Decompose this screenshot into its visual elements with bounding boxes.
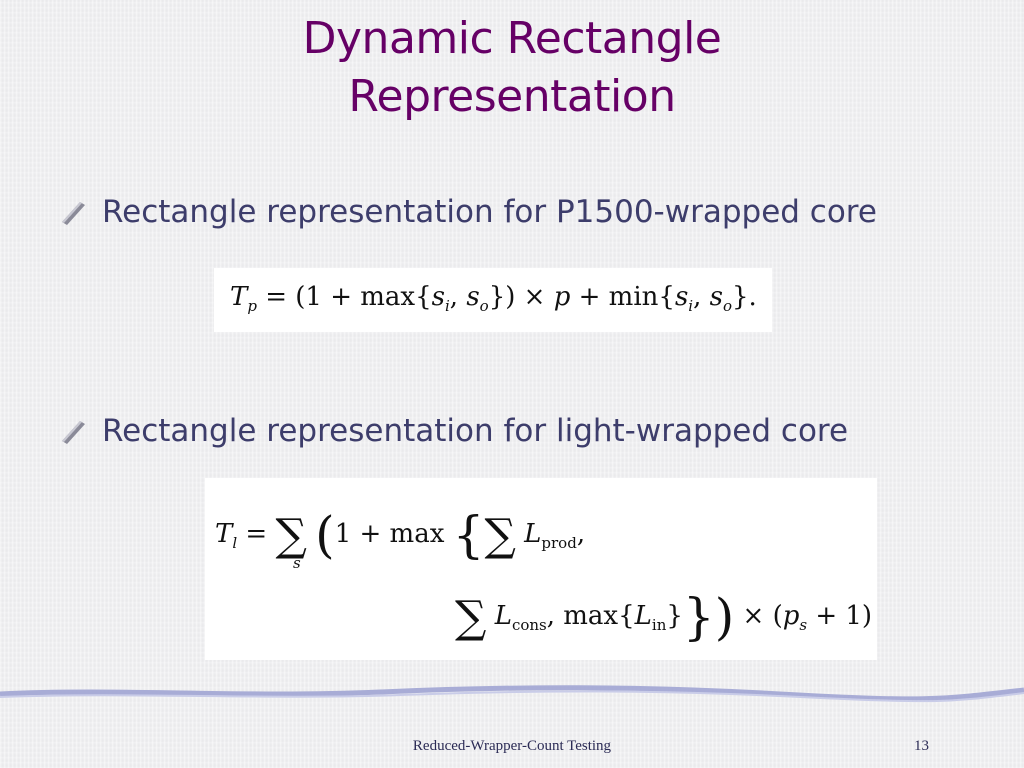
decorative-wave xyxy=(0,685,1024,703)
bullet-icon xyxy=(62,421,85,444)
footer-title: Reduced-Wrapper-Count Testing xyxy=(412,738,612,754)
equation-p1500-formula: Tp = (1 + max{si, so}) × p + min{si, so}… xyxy=(230,282,757,316)
page-number: 13 xyxy=(914,738,929,754)
equation-light-wrapped-line-2: ∑ Lcons, max{Lin}}) × (ps + 1) xyxy=(455,588,873,646)
slide-title-line-1: Dynamic Rectangle xyxy=(302,13,722,64)
bullet-p1500: Rectangle representation for P1500-wrapp… xyxy=(58,189,948,235)
equation-light-wrapped-line-1: Tl = ∑ (1 + max {∑ Lprod, xyxy=(215,506,586,564)
bullet-text: Rectangle representation for light-wrapp… xyxy=(102,413,849,449)
bullet-light-wrapped: Rectangle representation for light-wrapp… xyxy=(58,408,948,454)
slide-title: Dynamic Rectangle Representation xyxy=(0,10,1024,126)
bullet-text: Rectangle representation for P1500-wrapp… xyxy=(102,194,877,230)
equation-p1500: Tp = (1 + max{si, so}) × p + min{si, so}… xyxy=(214,268,772,332)
equation-light-wrapped: Tl = ∑ (1 + max {∑ Lprod, s ∑ Lcons, max… xyxy=(205,478,877,660)
slide-title-line-2: Representation xyxy=(348,71,676,122)
sum-index: s xyxy=(293,554,301,572)
bullet-icon xyxy=(62,202,85,225)
